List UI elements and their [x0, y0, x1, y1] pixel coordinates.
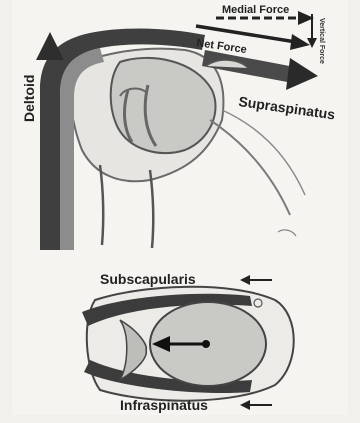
vertical-force-label: Vertical Force: [318, 18, 325, 64]
medial-force-label: Medial Force: [222, 4, 289, 16]
deltoid-label: Deltoid: [21, 75, 37, 122]
force-vector-origin: [202, 340, 210, 348]
infraspinatus-label: Infraspinatus: [120, 397, 208, 413]
subscapularis-label: Subscapularis: [100, 271, 196, 287]
